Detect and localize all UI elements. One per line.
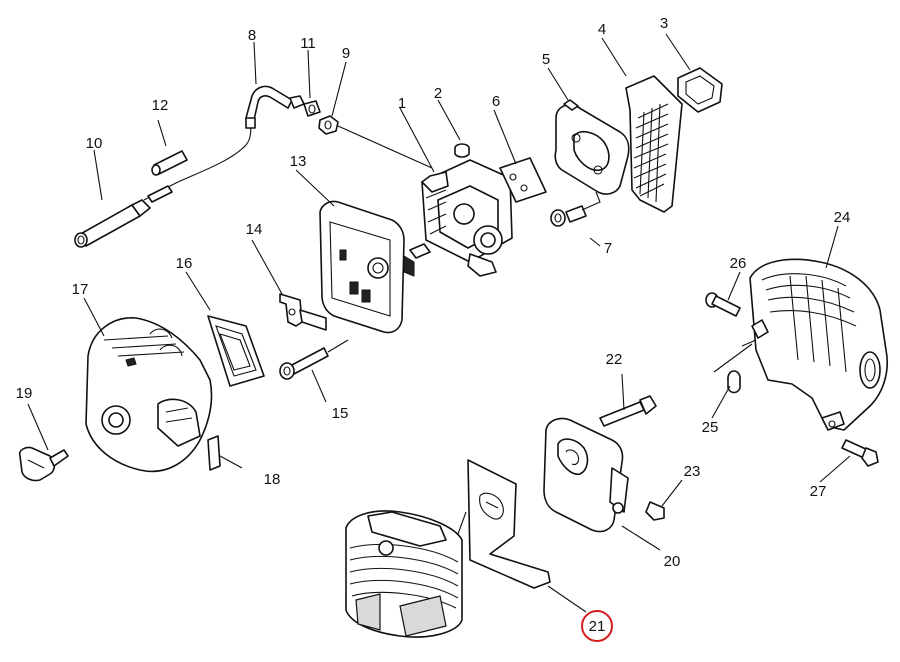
part-17-cover[interactable] [85, 317, 213, 473]
part-20-muffler[interactable] [543, 417, 629, 533]
callout-18[interactable]: 18 [264, 471, 281, 488]
part-9-nut[interactable] [318, 115, 339, 135]
part-21-shield[interactable] [467, 459, 551, 589]
callout-9[interactable]: 9 [342, 45, 350, 62]
callout-19[interactable]: 19 [16, 385, 33, 402]
part-23-screw[interactable] [645, 501, 665, 521]
part-1-carburetor[interactable] [409, 159, 513, 277]
callout-11[interactable]: 11 [300, 35, 316, 52]
callout-22[interactable]: 22 [606, 351, 623, 368]
callout-24[interactable]: 24 [834, 209, 851, 226]
part-14-bracket[interactable] [279, 293, 327, 331]
part-13-housing[interactable] [319, 200, 415, 334]
callout-4[interactable]: 4 [598, 21, 606, 38]
part-27-bolt[interactable] [841, 439, 879, 467]
callout-2[interactable]: 2 [434, 85, 442, 102]
callout-21[interactable]: 21 [589, 618, 606, 635]
callout-17[interactable]: 17 [72, 281, 89, 298]
part-10-trigger[interactable] [74, 199, 151, 248]
callout-8[interactable]: 8 [248, 27, 256, 44]
part-15-bolt[interactable] [279, 347, 329, 380]
part-2-cap[interactable] [454, 143, 470, 158]
part-16-foam[interactable] [207, 315, 265, 387]
part-12-grip[interactable] [151, 150, 188, 176]
part-3-gasket[interactable] [677, 67, 723, 113]
leader-lines [27, 33, 851, 613]
part-19-knob[interactable] [18, 446, 69, 482]
callout-1[interactable]: 1 [398, 95, 406, 112]
callout-15[interactable]: 15 [332, 405, 349, 422]
callout-26[interactable]: 26 [730, 255, 747, 272]
part-25-spacer[interactable] [727, 370, 741, 394]
part-4-filter[interactable] [625, 75, 683, 213]
part-18-sticker[interactable] [207, 435, 221, 471]
part-6-gasket[interactable] [499, 157, 547, 203]
part-26-bolt[interactable] [705, 292, 741, 317]
callout-6[interactable]: 6 [492, 93, 500, 110]
callout-labels: 1 2 3 4 5 6 7 8 9 10 11 12 13 14 15 16 1… [16, 15, 851, 635]
callout-10[interactable]: 10 [86, 135, 103, 152]
throttle-cable [143, 85, 293, 203]
part-11-nut[interactable] [289, 95, 321, 117]
callout-3[interactable]: 3 [660, 15, 668, 32]
callout-14[interactable]: 14 [246, 221, 263, 238]
part-22-bolt[interactable] [599, 395, 657, 427]
callout-20[interactable]: 20 [664, 553, 681, 570]
callout-7[interactable]: 7 [604, 240, 612, 257]
highlight-ring [581, 610, 613, 642]
cylinder [345, 510, 463, 638]
callout-5[interactable]: 5 [542, 51, 550, 68]
part-7-bolt[interactable] [550, 205, 587, 227]
part-5-base[interactable] [554, 99, 630, 195]
callout-25[interactable]: 25 [702, 419, 719, 436]
callout-16[interactable]: 16 [176, 255, 193, 272]
callout-13[interactable]: 13 [290, 153, 307, 170]
callout-27[interactable]: 27 [810, 483, 827, 500]
part-24-shroud[interactable] [749, 258, 888, 431]
callout-23[interactable]: 23 [684, 463, 701, 480]
callout-12[interactable]: 12 [152, 97, 169, 114]
